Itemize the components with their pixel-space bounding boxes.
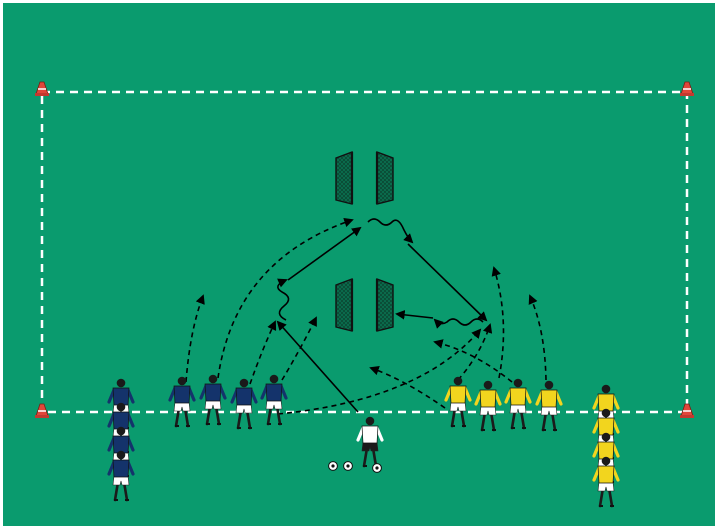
- run-arrow: [457, 323, 493, 381]
- run-arrow: [369, 366, 446, 409]
- yellow-player: [444, 376, 472, 428]
- ball-icon: [328, 461, 338, 471]
- blue-player-queue: [107, 450, 135, 502]
- mini-goal-icon: [375, 150, 394, 205]
- ball-icon: [372, 463, 382, 473]
- run-arrow: [185, 294, 205, 383]
- cone-icon: [680, 403, 694, 418]
- yellow-player: [535, 380, 563, 432]
- blue-player: [199, 374, 227, 426]
- dribble-arrow: [433, 318, 484, 329]
- pass-arrow: [277, 328, 482, 415]
- run-arrow: [491, 266, 505, 379]
- cone-icon: [35, 403, 49, 418]
- run-arrow: [281, 316, 317, 381]
- cone-icon: [35, 81, 49, 96]
- ball-icon: [343, 461, 353, 471]
- drill-boundary: [40, 90, 689, 414]
- cone-icon: [680, 81, 694, 96]
- pass-arrow: [407, 243, 488, 322]
- run-arrow: [217, 217, 354, 379]
- mini-goal-icon: [335, 277, 354, 332]
- dribble-arrow: [367, 218, 414, 244]
- blue-player: [260, 374, 288, 426]
- mini-goal-icon: [335, 150, 354, 205]
- run-arrow: [528, 294, 547, 381]
- pass-arrow: [395, 310, 434, 320]
- yellow-player: [504, 378, 532, 430]
- pass-arrow: [276, 320, 359, 413]
- blue-player: [230, 378, 258, 430]
- blue-player: [168, 376, 196, 428]
- pass-arrow: [287, 226, 362, 281]
- yellow-player-queue: [592, 456, 620, 508]
- mini-goal-icon: [375, 277, 394, 332]
- dribble-arrow: [277, 278, 290, 321]
- yellow-player: [474, 380, 502, 432]
- run-arrow: [433, 339, 513, 383]
